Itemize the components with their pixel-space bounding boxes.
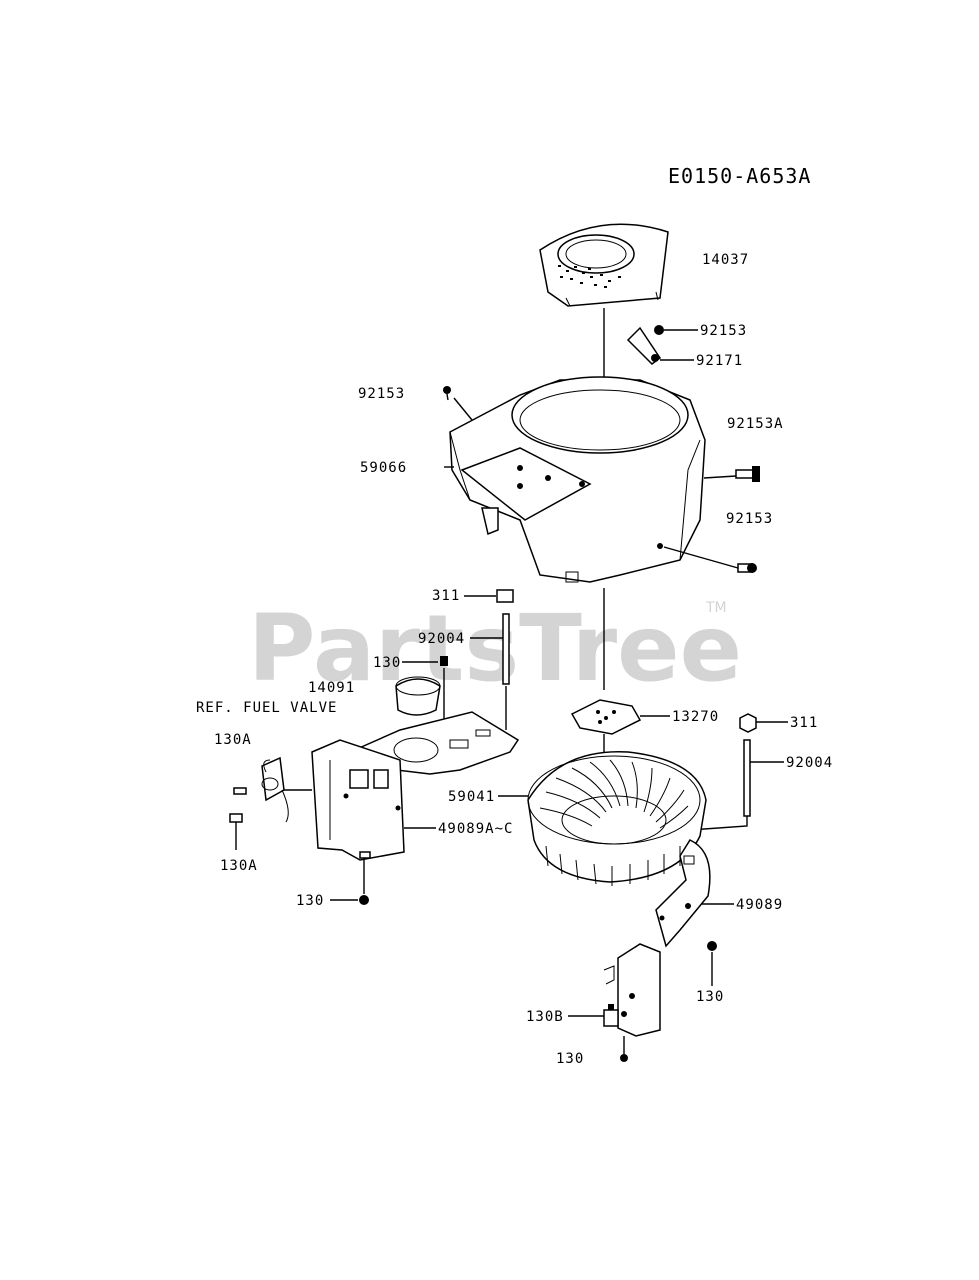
label-92153-left[interactable]: 92153: [358, 386, 405, 402]
label-14037[interactable]: 14037: [702, 252, 749, 268]
label-92153A[interactable]: 92153A: [727, 416, 784, 432]
part-lower-guard[interactable]: [603, 943, 661, 1037]
part-92171-bracket[interactable]: [626, 326, 662, 365]
watermark: PartsTree: [248, 595, 742, 702]
label-49089A-C[interactable]: 49089A~C: [438, 821, 513, 837]
part-130-bolt-b[interactable]: [359, 895, 369, 905]
part-13270-screen[interactable]: [570, 699, 642, 735]
part-92153-bolt-left[interactable]: [443, 386, 451, 401]
label-130-b[interactable]: 130: [296, 893, 324, 909]
label-14091[interactable]: 14091: [308, 680, 355, 696]
part-92004-stud-a[interactable]: [502, 613, 510, 685]
part-130B-bolt[interactable]: [603, 1004, 619, 1027]
label-130A-b[interactable]: 130A: [220, 858, 258, 874]
label-92004-b[interactable]: 92004: [786, 755, 833, 771]
part-59041-fan[interactable]: [527, 750, 707, 886]
label-130A-a[interactable]: 130A: [214, 732, 252, 748]
part-130-bolt-a[interactable]: [440, 656, 448, 666]
part-92153-bolt-top[interactable]: [654, 325, 664, 335]
part-49089-side-shield[interactable]: [655, 839, 711, 948]
part-14037-cover[interactable]: [539, 223, 669, 307]
label-130-c[interactable]: 130: [696, 989, 724, 1005]
label-130-a[interactable]: 130: [373, 655, 401, 671]
label-49089[interactable]: 49089: [736, 897, 783, 913]
label-13270[interactable]: 13270: [672, 709, 719, 725]
label-311-a[interactable]: 311: [432, 588, 460, 604]
label-92153-top[interactable]: 92153: [700, 323, 747, 339]
part-92004-stud-b[interactable]: [743, 739, 751, 817]
part-92153A-bolt[interactable]: [735, 466, 760, 482]
label-92153-right[interactable]: 92153: [726, 511, 773, 527]
watermark-trademark: TM: [705, 600, 727, 616]
part-49089A-C-shield[interactable]: [311, 739, 405, 861]
part-130-bolt-d[interactable]: [620, 1036, 628, 1062]
label-59041[interactable]: 59041: [448, 789, 495, 805]
part-59066-shroud[interactable]: [449, 376, 706, 583]
part-14091-collar[interactable]: [395, 676, 441, 716]
label-311-b[interactable]: 311: [790, 715, 818, 731]
label-92004-a[interactable]: 92004: [418, 631, 465, 647]
label-130-d[interactable]: 130: [556, 1051, 584, 1067]
part-130A-bolt[interactable]: [229, 813, 243, 850]
part-130A-clip[interactable]: [233, 756, 289, 823]
part-311-nut-a[interactable]: [496, 589, 514, 603]
part-130-bolt-c[interactable]: [707, 941, 717, 951]
label-130B[interactable]: 130B: [526, 1009, 564, 1025]
label-59066[interactable]: 59066: [360, 460, 407, 476]
part-92153-bolt-right[interactable]: [737, 563, 757, 573]
label-92171[interactable]: 92171: [696, 353, 743, 369]
part-311-nut-b[interactable]: [739, 713, 757, 733]
diagram-code: E0150-A653A: [668, 164, 811, 188]
label-ref-fuel-valve[interactable]: REF. FUEL VALVE: [196, 700, 337, 716]
